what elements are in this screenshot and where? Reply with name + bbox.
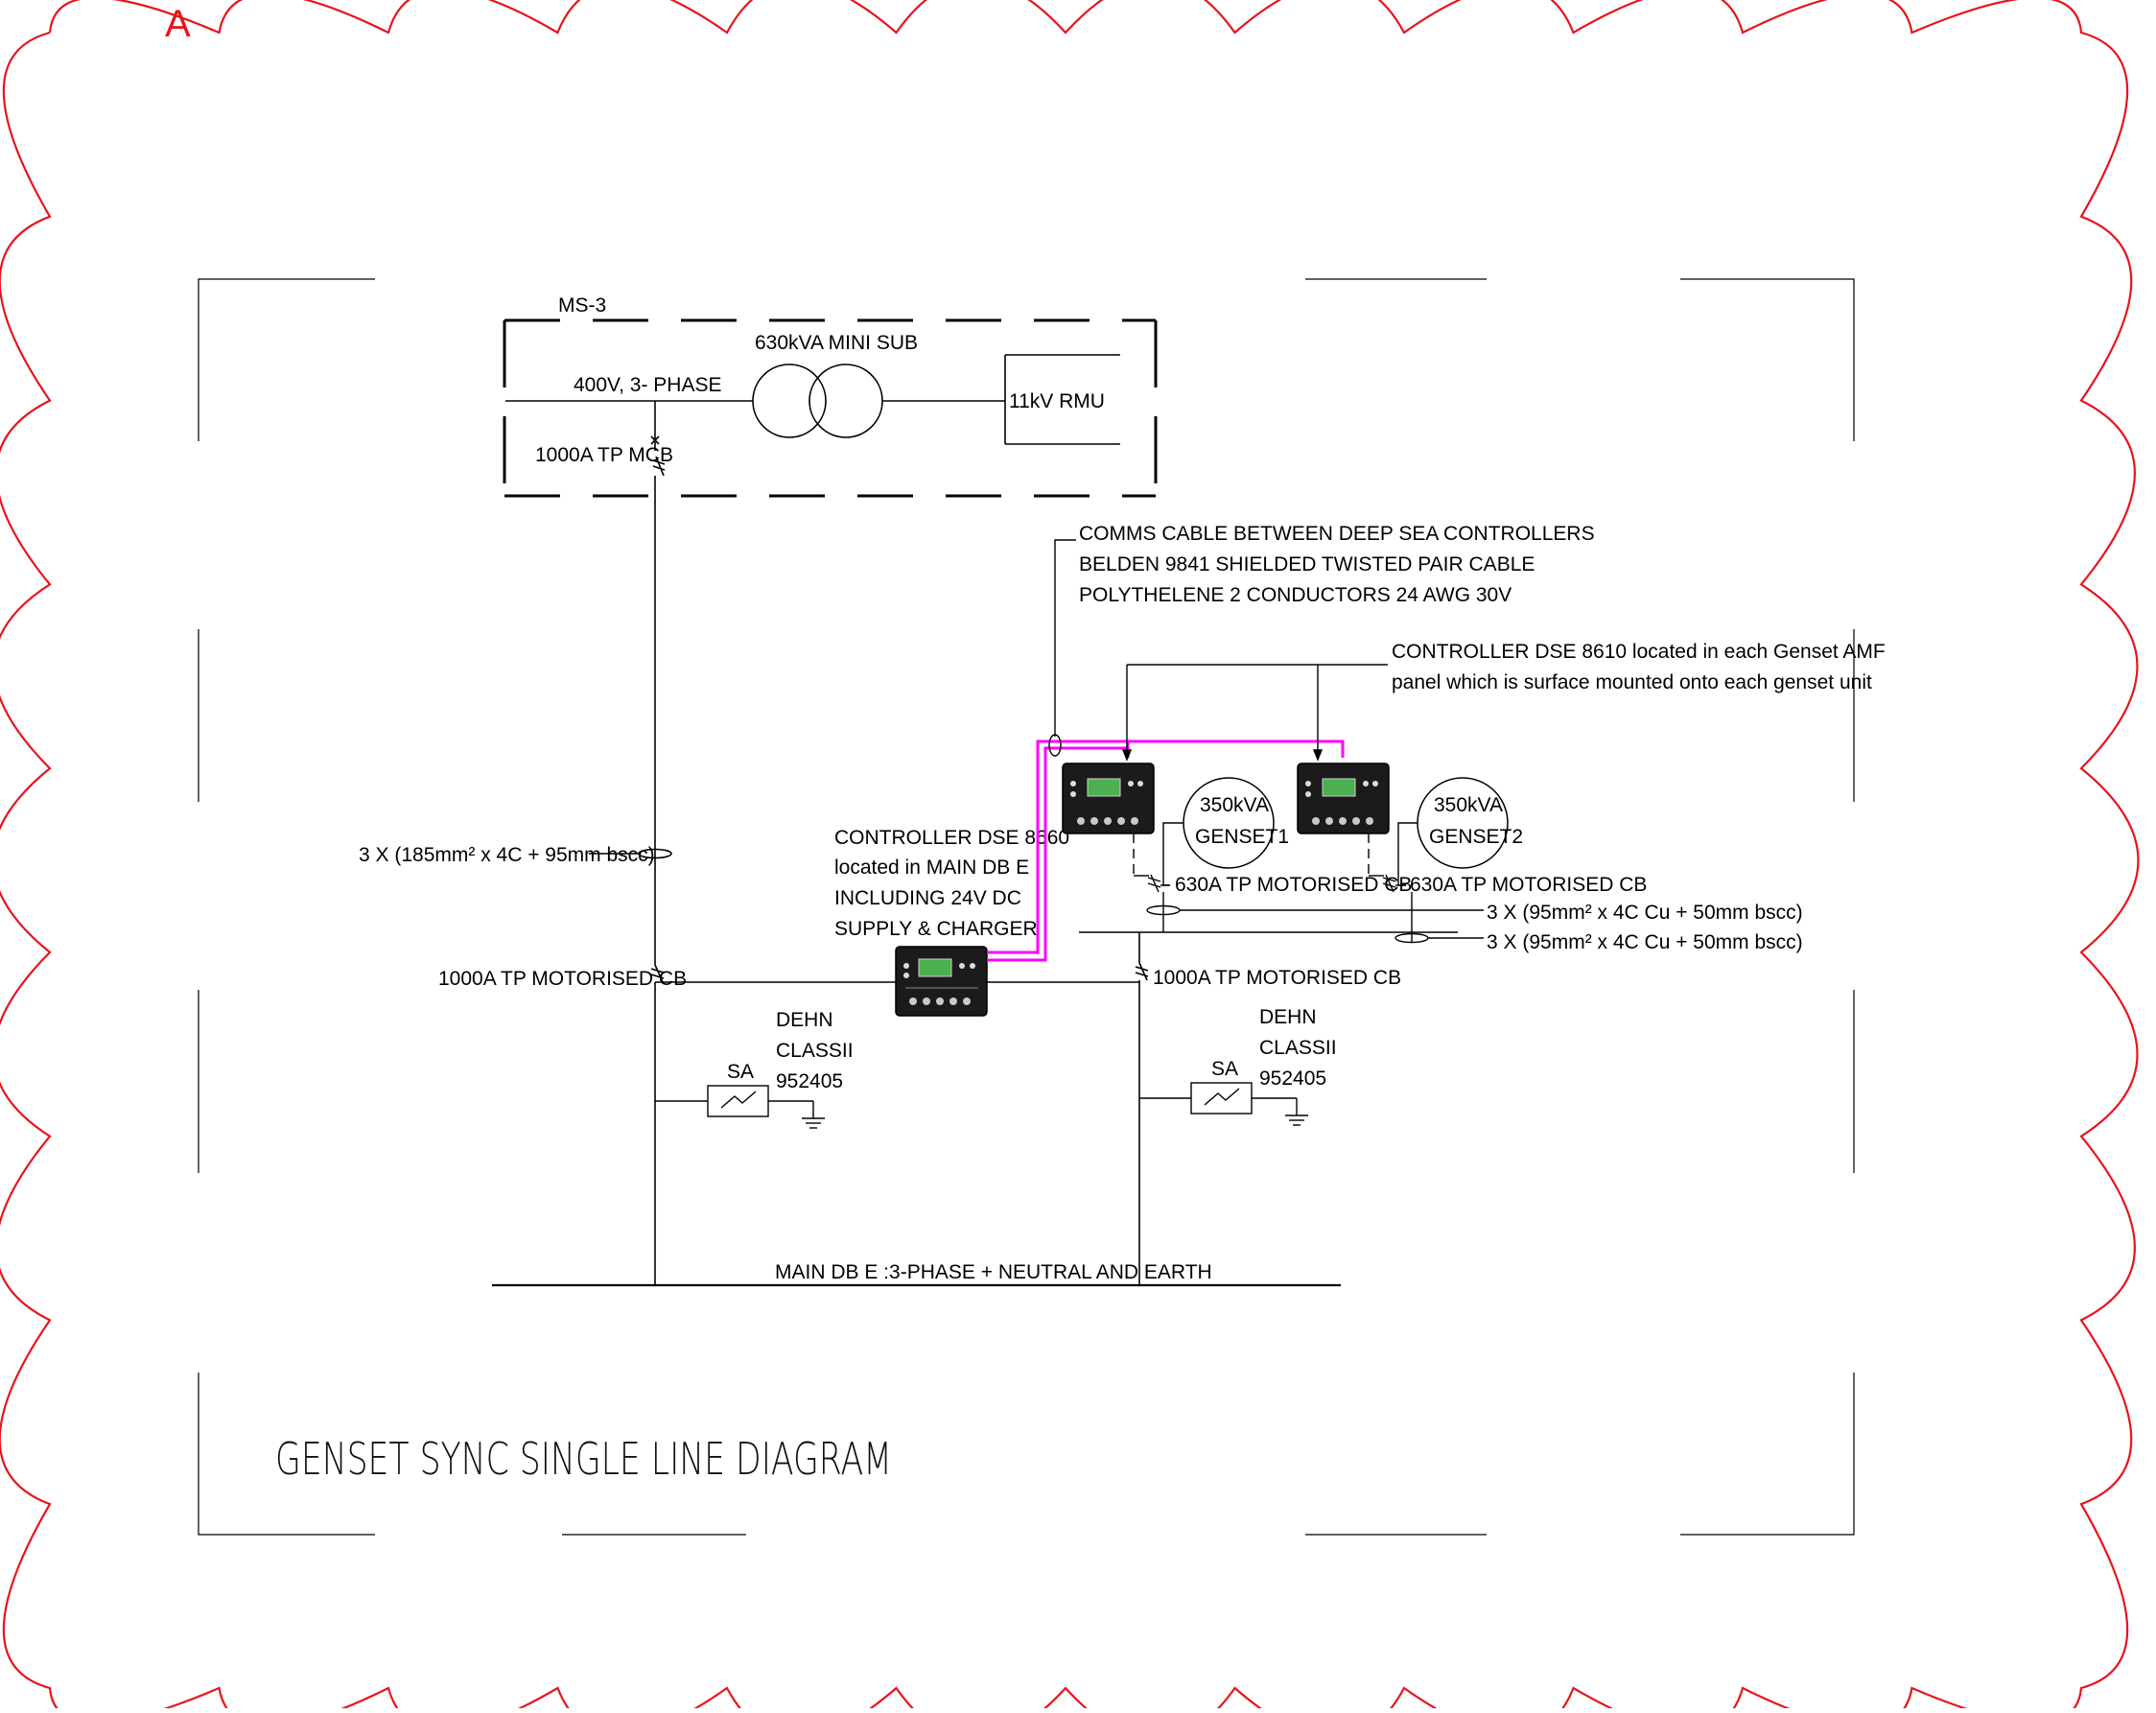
main-controller-note-1: CONTROLLER DSE 8660 [834,827,1069,849]
surge-arrester-right-tag: SA [1211,1058,1238,1080]
right-feeder-line [1079,931,1458,1285]
ms3-tag: MS-3 [558,294,606,317]
comms-note-1: COMMS CABLE BETWEEN DEEP SEA CONTROLLERS [1079,523,1595,545]
transformer-label: 630kVA MINI SUB [755,332,918,354]
genset-2-cable [1368,822,1484,944]
comms-cable [987,739,1345,962]
comms-note-leader [1048,539,1076,757]
surge-arrester-left-brand: DEHN [776,1009,833,1031]
surge-arrester-left-part: 952405 [776,1070,843,1092]
genset-cable-label-1: 3 X (95mm² x 4C Cu + 50mm bscc) [1487,902,1803,924]
surge-arrester-right [1139,1082,1308,1126]
surge-arrester-right-brand: DEHN [1259,1006,1317,1028]
left-motorised-cb-symbol [650,964,665,983]
genset-controller-note-1: CONTROLLER DSE 8610 located in each Gens… [1392,641,1886,663]
comms-note-3: POLYTHELENE 2 CONDUCTORS 24 AWG 30V [1079,584,1512,606]
dse-8660-controller [895,946,988,1017]
main-controller-note-3: INCLUDING 24V DC [834,887,1021,909]
genset-2-cb-label: 630A TP MOTORISED CB [1410,874,1647,896]
main-controller-note-2: located in MAIN DB E [834,856,1029,879]
dse-8610-controller-2 [1297,763,1390,834]
dse-8610-controller-1 [1062,763,1155,834]
left-cb-label: 1000A TP MOTORISED CB [438,968,687,990]
main-feeder-line [589,401,672,1285]
genset-cable-label-2: 3 X (95mm² x 4C Cu + 50mm bscc) [1487,931,1803,953]
feeder-cable-label: 3 X (185mm² x 4C + 95mm bscc) [359,844,655,866]
lv-voltage-label: 400V, 3- PHASE [574,374,722,396]
genset-1-symbol [1183,777,1275,869]
surge-arrester-right-part: 952405 [1259,1068,1326,1090]
genset-1-cb-label: 630A TP MOTORISED CB [1175,874,1412,896]
busbar-label: MAIN DB E :3-PHASE + NEUTRAL AND EARTH [775,1261,1212,1283]
genset-1-cable [1133,822,1484,932]
genset-2-symbol [1417,777,1509,869]
drawing-frame [198,278,1855,1536]
genset-controller-note-2: panel which is surface mounted onto each… [1392,671,1872,693]
surge-arrester-left-class: CLASSII [776,1040,854,1062]
comms-note-2: BELDEN 9841 SHIELDED TWISTED PAIR CABLE [1079,553,1535,575]
surge-arrester-left-tag: SA [727,1061,754,1083]
surge-arrester-left [655,1085,825,1129]
genset-2-rating: 350kVA [1434,794,1503,816]
main-controller-note-4: SUPPLY & CHARGER [834,918,1038,940]
rmu-label: 11kV RMU [1009,390,1105,412]
transformer-symbol [505,354,1120,445]
mcb-label: 1000A TP MCB [535,444,673,466]
drawing-title: GENSET SYNC SINGLE LINE DIAGRAM [275,1433,892,1485]
genset-1-name: GENSET1 [1195,826,1289,848]
ms3-enclosure [503,318,1158,498]
genset-1-rating: 350kVA [1200,794,1269,816]
right-cb-label: 1000A TP MOTORISED CB [1153,967,1401,989]
surge-arrester-right-class: CLASSII [1259,1037,1337,1059]
genset-controller-note-leader [1121,664,1388,762]
revision-marker: A [165,3,191,45]
genset-2-name: GENSET2 [1429,826,1523,848]
